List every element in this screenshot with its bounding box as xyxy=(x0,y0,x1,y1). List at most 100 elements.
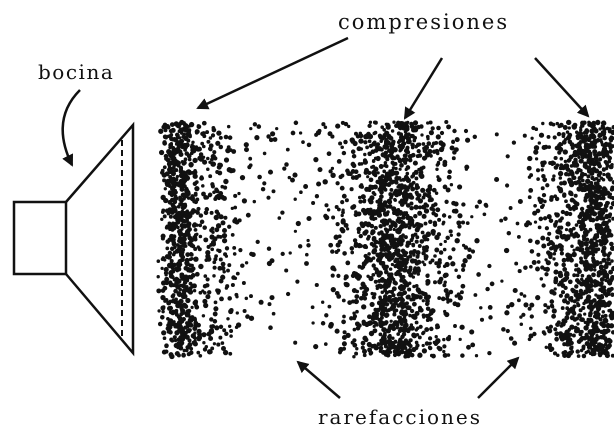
air-particle xyxy=(519,315,523,319)
air-particle xyxy=(350,149,356,154)
air-particle xyxy=(215,170,220,174)
air-particle xyxy=(592,166,597,171)
air-particle xyxy=(578,139,583,145)
air-particle xyxy=(387,199,393,205)
air-particle xyxy=(201,120,207,126)
air-particle xyxy=(599,343,606,350)
air-particle xyxy=(599,277,605,282)
air-particle xyxy=(202,144,206,149)
air-particle xyxy=(422,247,427,252)
air-particle xyxy=(606,300,612,306)
air-particle xyxy=(269,258,275,264)
air-particle xyxy=(575,349,580,354)
air-particle xyxy=(160,168,165,173)
air-particle xyxy=(608,308,613,313)
air-particle xyxy=(411,275,416,279)
air-particle xyxy=(194,129,200,135)
air-particle xyxy=(432,222,438,227)
air-particle xyxy=(519,292,524,296)
air-particle xyxy=(425,281,430,286)
air-particle xyxy=(542,216,548,221)
air-particle xyxy=(438,140,444,146)
air-particle xyxy=(460,220,466,225)
air-particle xyxy=(387,346,392,351)
air-particle xyxy=(409,121,414,127)
air-particle xyxy=(571,153,576,158)
air-particle xyxy=(216,342,221,347)
air-particle xyxy=(414,284,419,288)
air-particle xyxy=(562,342,567,347)
air-particle xyxy=(589,170,595,176)
air-particle xyxy=(362,198,367,203)
air-particle xyxy=(173,300,178,305)
air-particle xyxy=(402,200,407,205)
air-particle xyxy=(403,259,408,264)
air-particle xyxy=(562,149,568,155)
air-particle xyxy=(249,294,253,299)
air-particle xyxy=(218,278,224,284)
air-particle xyxy=(599,176,604,180)
air-particle xyxy=(227,324,232,329)
air-particle xyxy=(576,279,582,285)
air-particle xyxy=(172,335,177,340)
air-particle xyxy=(447,334,451,339)
air-particle xyxy=(295,220,301,227)
air-particle xyxy=(179,184,183,189)
air-particle xyxy=(607,159,612,164)
air-particle xyxy=(342,251,347,256)
air-particle xyxy=(189,209,195,215)
air-particle xyxy=(466,254,472,260)
air-particle xyxy=(375,145,379,149)
air-particle xyxy=(417,198,424,204)
air-particle xyxy=(226,145,231,150)
air-particle xyxy=(576,167,582,173)
air-particle xyxy=(391,326,397,332)
air-particle xyxy=(210,161,216,167)
air-particle xyxy=(569,142,575,148)
air-particle xyxy=(206,167,210,171)
air-particle xyxy=(430,144,434,149)
air-particle xyxy=(160,315,165,320)
air-particle xyxy=(394,271,399,277)
air-particle xyxy=(201,314,206,318)
air-particle xyxy=(561,262,566,268)
air-particle xyxy=(350,250,355,255)
air-particle xyxy=(369,195,375,201)
air-particle xyxy=(572,317,578,322)
air-particle xyxy=(428,260,433,265)
air-particle xyxy=(563,350,568,355)
air-particle xyxy=(330,166,335,171)
air-particle xyxy=(219,296,224,302)
air-particle xyxy=(384,264,389,269)
air-particle xyxy=(169,258,174,264)
air-particle xyxy=(555,322,560,327)
air-particle xyxy=(206,156,210,161)
air-particle xyxy=(528,333,534,339)
air-particle xyxy=(173,342,179,349)
air-particle xyxy=(596,247,601,252)
air-particle xyxy=(548,324,554,329)
air-particle xyxy=(588,278,592,282)
air-particle xyxy=(506,230,512,236)
air-particle xyxy=(215,140,221,146)
air-particle xyxy=(579,256,583,261)
air-particle xyxy=(589,301,594,305)
air-particle xyxy=(209,324,214,329)
air-particle xyxy=(487,350,492,356)
air-particle xyxy=(429,311,434,316)
air-particle xyxy=(407,225,412,230)
rarefaction-arrow-2 xyxy=(477,356,520,399)
air-particle xyxy=(499,218,504,223)
air-particle xyxy=(177,260,182,265)
air-particle xyxy=(426,294,432,300)
air-particle xyxy=(431,207,436,212)
air-particle xyxy=(377,133,383,138)
air-particle xyxy=(173,245,177,250)
air-particle xyxy=(174,297,178,302)
air-particle xyxy=(472,134,477,139)
air-particle xyxy=(340,213,344,218)
air-particle xyxy=(388,227,393,231)
air-particle xyxy=(424,341,430,346)
air-particle xyxy=(526,165,532,171)
air-particle xyxy=(555,235,560,240)
